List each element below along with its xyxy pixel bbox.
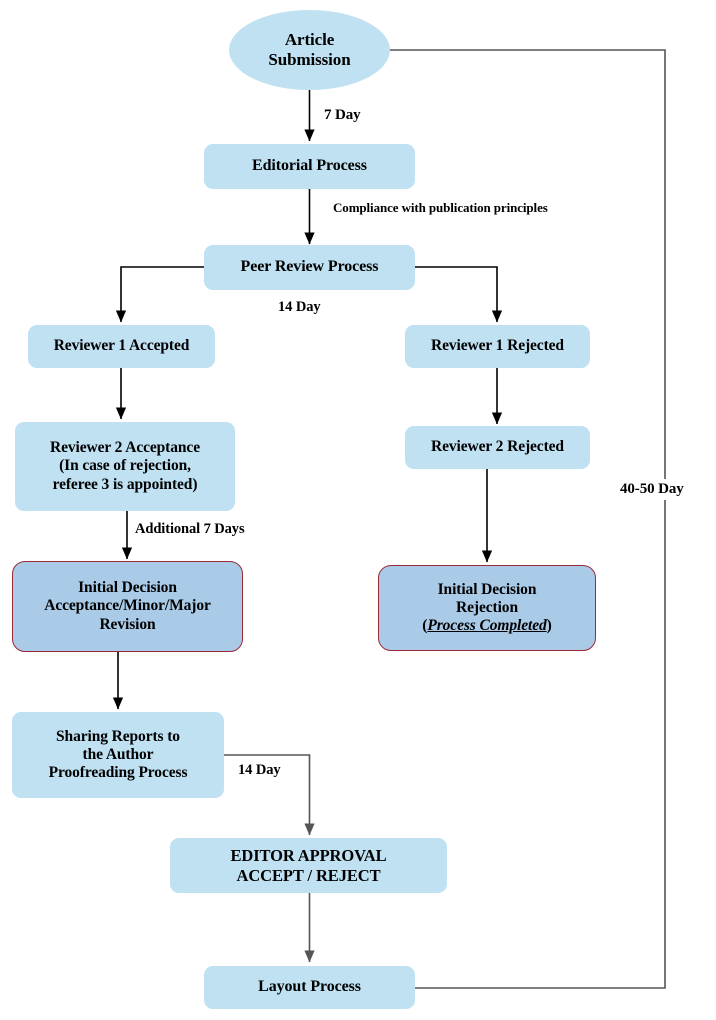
initial-decision-rejection-paren-open: ( [422,617,428,635]
node-reviewer2-acceptance-label: Reviewer 2 Acceptance(In case of rejecti… [50,439,200,493]
edge-label-additional-seven-days: Additional 7 Days [135,521,245,537]
node-initial-decision-rejection-label: Initial Decision Rejection (Process Comp… [379,581,595,636]
initial-decision-rejection-line1: Initial Decision [437,580,537,598]
node-editorial-process-label: Editorial Process [252,157,367,175]
edge-peerreview-to-reviewer1-rejected [415,266,503,323]
edge-peerreview-to-reviewer1-accepted [115,266,204,323]
edge-label-fourteen-day-proof: 14 Day [238,762,281,778]
initial-decision-rejection-line2: Rejection [456,598,518,616]
initial-decision-rejection-emphasis: Process Completed [427,617,547,635]
node-reviewer1-accepted-label: Reviewer 1 Accepted [53,337,190,355]
node-peer-review-process[interactable]: Peer Review Process [204,245,415,290]
edge-label-seven-day: 7 Day [324,107,361,123]
node-layout-process-label: Layout Process [258,978,361,996]
node-reviewer1-rejected-label: Reviewer 1 Rejected [431,337,564,355]
node-peer-review-process-label: Peer Review Process [240,258,379,276]
initial-decision-rejection-paren-close: ) [546,617,552,635]
node-reviewer2-rejected-label: Reviewer 2 Rejected [431,438,564,456]
edge-label-forty-fifty-day: 40-50 Day [617,479,687,500]
node-reviewer1-rejected[interactable]: Reviewer 1 Rejected [405,325,590,368]
node-reviewer2-rejected[interactable]: Reviewer 2 Rejected [405,426,590,469]
node-reviewer1-accepted[interactable]: Reviewer 1 Accepted [28,325,215,368]
node-layout-process[interactable]: Layout Process [204,966,415,1009]
node-reviewer2-acceptance[interactable]: Reviewer 2 Acceptance(In case of rejecti… [15,422,235,511]
node-editorial-process[interactable]: Editorial Process [204,144,415,189]
node-initial-decision-rejection[interactable]: Initial Decision Rejection (Process Comp… [378,565,596,651]
edge-label-fourteen-day-review: 14 Day [278,299,321,315]
edge-label-compliance: Compliance with publication principles [333,200,548,215]
